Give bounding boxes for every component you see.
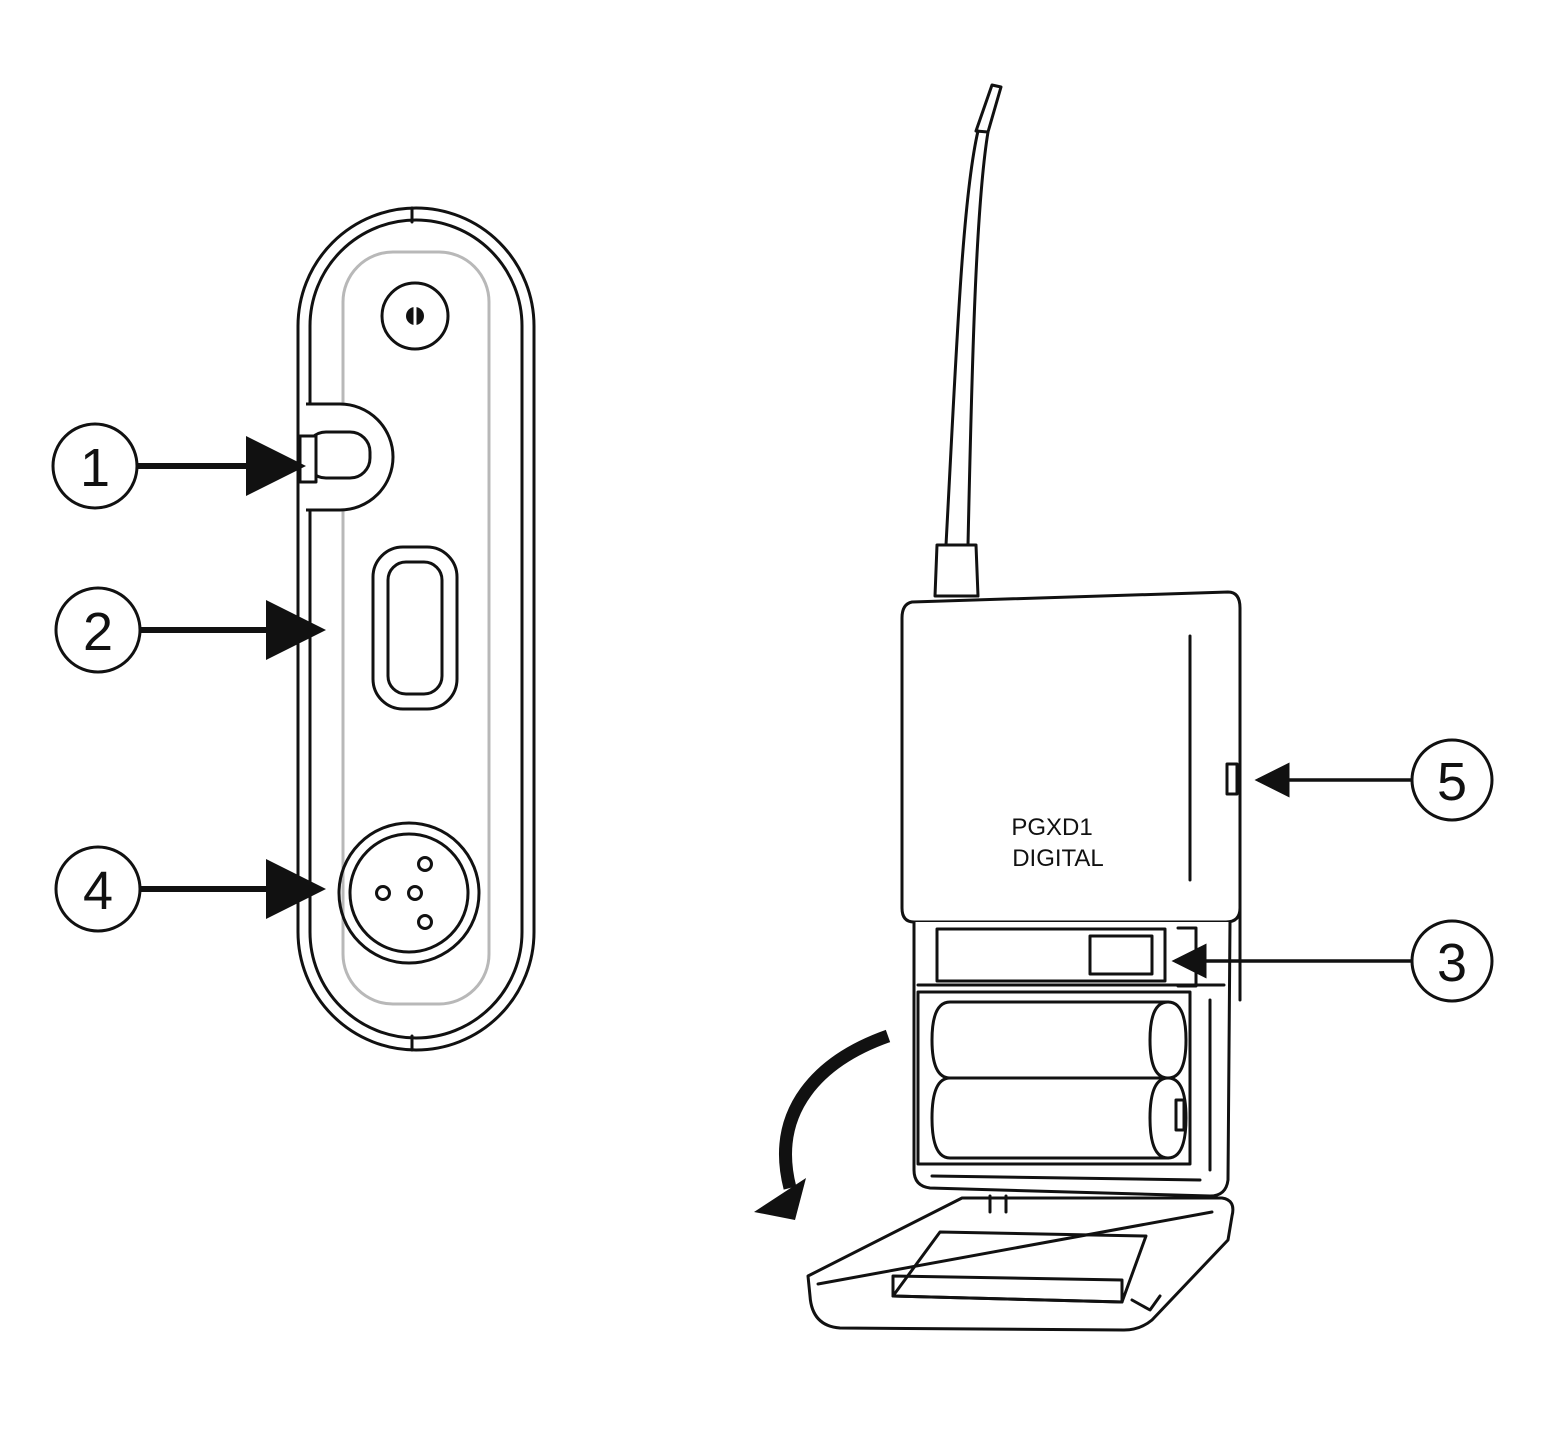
side-lock-switch[interactable]	[1225, 762, 1239, 796]
mute-button[interactable]	[371, 545, 459, 711]
pin-icon	[417, 914, 433, 930]
pin-icon	[375, 885, 391, 901]
battery-door[interactable]	[806, 1194, 1235, 1332]
callout-1: 1	[51, 422, 306, 510]
callout-number: 4	[83, 861, 113, 921]
model-label: PGXD1	[1011, 814, 1092, 841]
type-label: DIGITAL	[1012, 845, 1104, 872]
callout-number: 5	[1437, 752, 1467, 812]
antenna-mount-icon	[380, 281, 450, 351]
top-view-panel	[296, 206, 536, 1052]
inner-panel-outline	[341, 250, 491, 1006]
battery-icon	[930, 1076, 1188, 1160]
antenna	[933, 83, 1003, 598]
power-switch[interactable]	[298, 402, 395, 512]
callout-2: 2	[54, 586, 326, 674]
callout-number: 2	[83, 602, 113, 662]
ta4m-input-jack[interactable]	[337, 821, 481, 965]
callout-5: 5	[1254, 738, 1494, 822]
pin-icon	[407, 885, 423, 901]
pin-icon	[417, 856, 433, 872]
callout-4: 4	[54, 845, 326, 933]
callout-number: 1	[80, 438, 110, 498]
callout-3: 3	[1171, 919, 1494, 1003]
battery-compartment	[912, 921, 1232, 1198]
open-door-arrow-icon	[754, 1029, 891, 1220]
callout-number: 3	[1437, 933, 1467, 993]
